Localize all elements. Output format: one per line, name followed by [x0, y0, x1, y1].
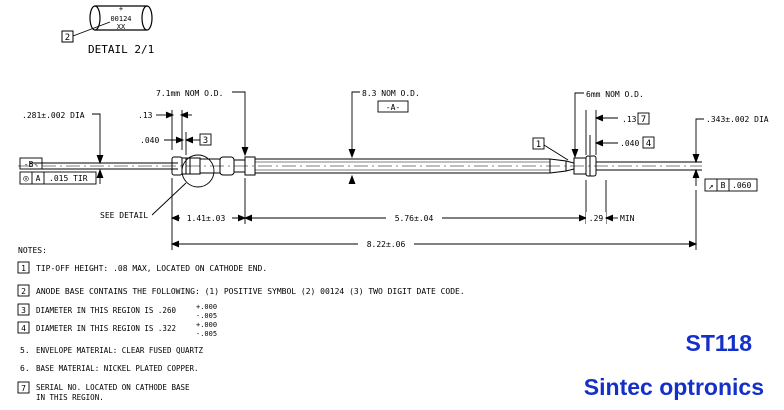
note-3: 3 DIAMETER IN THIS REGION IS .260 +.000 …	[17, 303, 217, 320]
datum-b: -B-	[24, 160, 38, 169]
runout-value: .060	[732, 181, 751, 190]
od-right-label: 6mm NOM O.D.	[586, 90, 644, 99]
note-4: 4 DIAMETER IN THIS REGION IS .322 +.000 …	[17, 321, 217, 338]
detail-symbol: +	[119, 5, 123, 13]
note-2: 2 ANODE BASE CONTAINS THE FOLLOWING: (1)…	[17, 284, 465, 297]
note-tol-plus: +.000	[196, 321, 217, 329]
see-detail-label: SEE DETAIL	[100, 211, 148, 220]
note-tol-minus: -.005	[196, 330, 217, 338]
note-1: 1 TIP-OFF HEIGHT: .08 MAX, LOCATED ON CA…	[17, 261, 267, 274]
detail-callout: 2	[65, 33, 70, 43]
len-576: 5.76±.04	[395, 214, 434, 223]
callout-1: 1	[536, 140, 541, 150]
len-822: 8.22±.06	[367, 240, 406, 249]
datum-b-tir: -B- ◎ A .015 TIR	[19, 157, 97, 185]
note-number: 1	[21, 264, 26, 273]
dim-13-right: .13	[622, 115, 637, 124]
dim-13-left: .13	[138, 111, 153, 120]
detail-date: XX	[117, 23, 126, 31]
note-tol-plus: +.000	[196, 303, 217, 311]
note-tol-minus: -.005	[196, 312, 217, 320]
notes: NOTES: 1 TIP-OFF HEIGHT: .08 MAX, LOCATE…	[17, 246, 465, 402]
callout-7: 7	[641, 115, 646, 125]
tir-datum: A	[36, 174, 41, 183]
company-name: Sintec optronics	[583, 374, 764, 400]
note-7: 7 SERIAL NO. LOCATED ON CATHODE BASE IN …	[17, 381, 190, 402]
callout-3: 3	[203, 136, 208, 146]
runout-symbol: ↗	[708, 182, 713, 192]
dia-right-label: .343±.002 DIA	[706, 115, 769, 124]
detail-label: DETAIL 2/1	[88, 43, 154, 56]
note-number: 7	[21, 384, 26, 393]
od-left-label: 7.1mm NOM O.D.	[156, 89, 223, 98]
note-number: 6.	[20, 364, 30, 373]
note-6: 6. BASE MATERIAL: NICKEL PLATED COPPER.	[20, 364, 199, 373]
note-text: TIP-OFF HEIGHT: .08 MAX, LOCATED ON CATH…	[36, 264, 267, 273]
note-text: DIAMETER IN THIS REGION IS .322	[36, 324, 176, 333]
detail-code: 00124	[110, 15, 131, 23]
note-text: DIAMETER IN THIS REGION IS .260	[36, 306, 176, 315]
top-dimensions: 7.1mm NOM O.D. 8.3 NOM O.D. -A- 6mm NOM …	[22, 89, 769, 186]
len-29: .29	[589, 214, 604, 223]
runout-frame: ↗ B .060	[704, 178, 758, 192]
note-text: ENVELOPE MATERIAL: CLEAR FUSED QUARTZ	[36, 346, 204, 355]
part-number: ST118	[685, 330, 753, 356]
callout-4: 4	[646, 139, 651, 149]
dim-040-right: .040	[620, 139, 639, 148]
note-text-2: IN THIS REGION.	[36, 393, 104, 402]
note-number: 3	[21, 306, 26, 315]
tir-symbol: ◎	[23, 174, 29, 184]
dim-040-left: .040	[140, 136, 159, 145]
bottom-dimensions: SEE DETAIL 1.41±.03 5.76±.04 .29 MIN 8.2…	[100, 178, 698, 250]
detail-view: + 00124 XX 2 DETAIL 2/1	[61, 5, 154, 56]
note-number: 5.	[20, 346, 30, 355]
dia-left-label: .281±.002 DIA	[22, 111, 85, 120]
note-text: SERIAL NO. LOCATED ON CATHODE BASE	[36, 383, 190, 392]
tir-value: .015 TIR	[49, 174, 88, 183]
datum-a: -A-	[386, 103, 400, 112]
note-number: 2	[21, 287, 26, 296]
note-5: 5. ENVELOPE MATERIAL: CLEAR FUSED QUARTZ	[20, 346, 204, 355]
note-number: 4	[21, 324, 26, 333]
len-141: 1.41±.03	[187, 214, 226, 223]
runout-datum: B	[721, 181, 726, 190]
note-text: ANODE BASE CONTAINS THE FOLLOWING: (1) P…	[36, 287, 465, 296]
od-center-label: 8.3 NOM O.D.	[362, 89, 420, 98]
notes-heading: NOTES:	[18, 246, 47, 255]
min-label: MIN	[620, 214, 635, 223]
lamp-body	[18, 154, 702, 188]
note-text: BASE MATERIAL: NICKEL PLATED COPPER.	[36, 364, 199, 373]
